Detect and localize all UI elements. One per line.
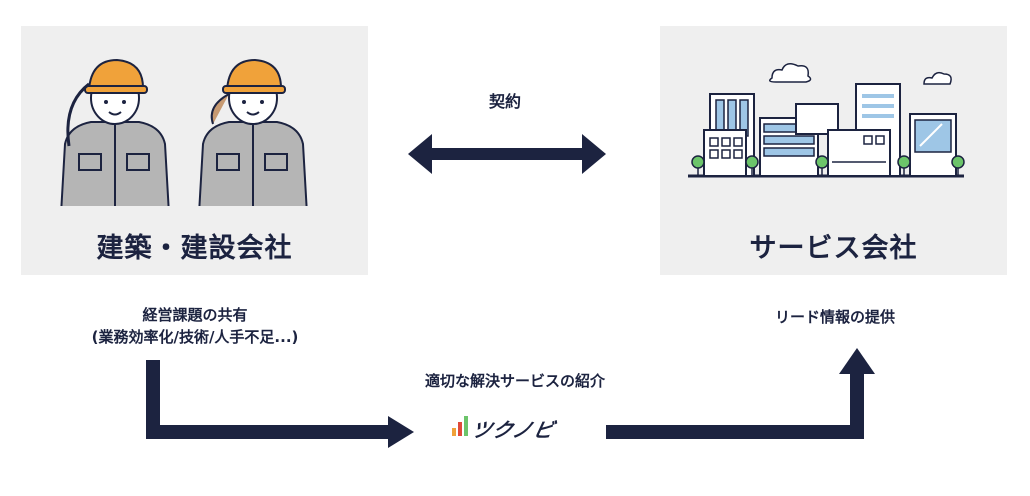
service-introduction-caption: 適切な解決サービスの紹介	[424, 372, 605, 390]
logo-mark-icon	[452, 416, 468, 436]
service-company-box: サービス会社	[660, 26, 1007, 275]
tree-icon	[691, 155, 965, 176]
city-buildings-illustration	[688, 63, 965, 178]
construction-company-box: 建築・建設会社	[21, 26, 368, 275]
service-company-title: サービス会社	[749, 233, 918, 264]
contract-double-arrow	[408, 134, 606, 174]
lead-info-caption: リード情報の提供	[774, 308, 895, 326]
issue-sharing-caption: 経営課題の共有 (業務効率化/技術/人手不足...)	[40, 304, 350, 348]
cloud-icon	[769, 63, 952, 85]
share-arrow	[146, 360, 414, 448]
logo-text: ツクノビ	[469, 418, 558, 442]
contract-label: 契約	[488, 92, 521, 111]
issue-sharing-title: 経営課題の共有	[142, 306, 248, 324]
issue-sharing-detail: (業務効率化/技術/人手不足...)	[91, 328, 299, 346]
tsukunobi-logo: ツクノビ	[452, 414, 572, 444]
construction-company-title: 建築・建設会社	[96, 233, 293, 264]
worker-icon	[60, 58, 170, 206]
construction-workers-illustration	[60, 58, 308, 206]
lead-arrow	[606, 348, 875, 439]
worker-icon	[198, 58, 308, 206]
